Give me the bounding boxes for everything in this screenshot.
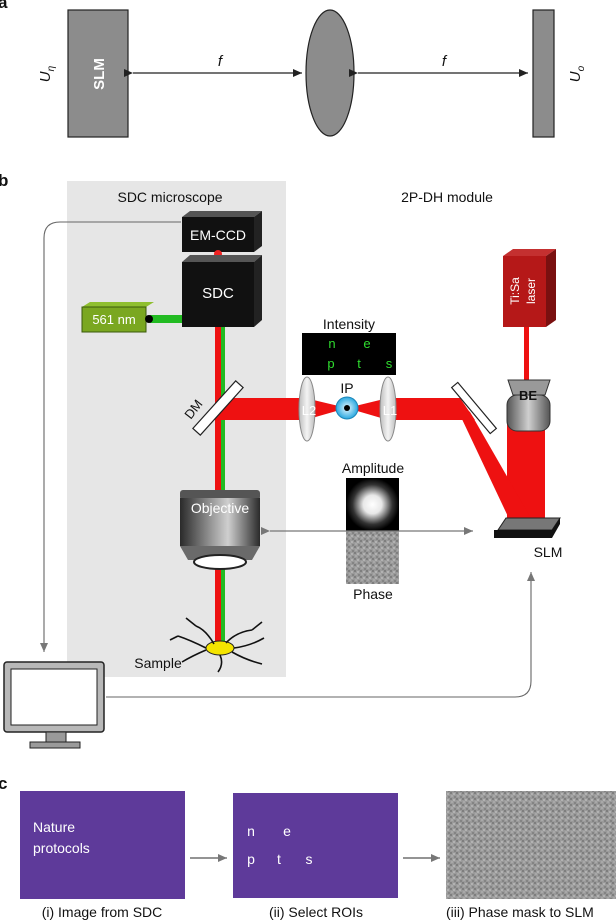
sample-neuron <box>169 617 265 673</box>
roi-glyph-s: s <box>306 851 313 867</box>
laser561-box <box>81 306 147 333</box>
select-rois-box <box>233 793 398 898</box>
laser561-aperture <box>145 315 153 323</box>
tisa-side <box>546 249 556 327</box>
beam-cone-l1 <box>347 398 388 420</box>
red-beam-tisa <box>524 327 529 382</box>
slm-label-a: SLM <box>91 58 108 90</box>
panel-c: Nature protocols n e p t s (i) Image fro… <box>20 791 616 920</box>
dichroic-mirror <box>192 380 244 436</box>
intensity-display <box>302 333 396 375</box>
objective-lens <box>193 554 247 570</box>
intensity-glyph-s: s <box>386 356 393 371</box>
green-beam-561 <box>150 315 182 323</box>
lens-l1 <box>379 376 397 442</box>
be-label: BE <box>519 388 537 403</box>
emccd-box <box>182 217 254 252</box>
intensity-glyph-t: t <box>357 356 361 371</box>
panel-label-c: c <box>0 774 7 793</box>
caption-2: (ii) Select ROIs <box>269 904 363 920</box>
slm-block <box>67 9 129 138</box>
ip-focus-dot <box>344 405 350 411</box>
sdc-microscope-title: SDC microscope <box>117 189 222 205</box>
intensity-glyph-p: p <box>327 356 334 371</box>
image-from-sdc-box <box>20 791 185 899</box>
be-body <box>506 394 551 432</box>
lens-a <box>305 9 355 137</box>
ip-label: IP <box>340 380 353 396</box>
phase-label: Phase <box>353 586 393 602</box>
sample-label: Sample <box>134 655 182 671</box>
sdc-side <box>254 255 262 327</box>
red-beam-horizontal-left <box>221 398 305 420</box>
roi-glyph-e: e <box>283 823 291 839</box>
phase-mask-box <box>446 791 616 899</box>
be-top <box>507 379 551 396</box>
panel-a: SLM Uη Uo f f <box>37 9 587 138</box>
caption-1: (i) Image from SDC <box>42 904 163 920</box>
roi-glyph-p: p <box>247 851 255 867</box>
roi-glyph-t: t <box>277 851 281 867</box>
l1-label: L1 <box>383 403 397 418</box>
f-left-label: f <box>218 53 224 70</box>
intensity-glyph-e: e <box>363 336 370 351</box>
sdc-label: SDC <box>202 285 234 302</box>
slm-b-base <box>494 518 560 538</box>
panel-label-b: b <box>0 171 8 190</box>
box1-line1: Nature <box>33 819 75 835</box>
phase-box <box>346 531 399 584</box>
emccd-to-monitor-line <box>40 221 181 652</box>
sdc-top <box>182 255 262 262</box>
lens-l2 <box>298 376 316 442</box>
u-out-label: Uo <box>567 65 587 82</box>
box1-line2: protocols <box>33 840 90 856</box>
laser561-label: 561 nm <box>92 312 135 327</box>
emccd-label: EM-CCD <box>190 227 246 243</box>
red-beam-horizontal-right <box>388 398 475 420</box>
panel-b: SDC microscope 2P-DH module EM-CCD SDC 5… <box>3 181 563 749</box>
roi-glyph-n: n <box>247 823 255 839</box>
slm-b-top <box>497 517 561 531</box>
panel-label-a: a <box>0 0 8 12</box>
objective-body <box>180 498 260 546</box>
amplitude-box <box>346 478 399 531</box>
tisa-top <box>503 249 556 256</box>
caption-3: (iii) Phase mask to SLM <box>446 904 594 920</box>
monitor-to-slm-line <box>106 572 535 698</box>
monitor <box>3 661 105 749</box>
objective-label: Objective <box>191 500 250 516</box>
tisa-label-1: Ti:Sa <box>508 277 522 305</box>
tisa-box <box>503 256 546 327</box>
green-beam-vertical <box>221 324 225 644</box>
output-plane <box>532 9 555 138</box>
intensity-label: Intensity <box>323 316 375 332</box>
red-beam-diagonal <box>452 398 532 525</box>
intensity-glyph-n: n <box>328 336 335 351</box>
slm-label-b: SLM <box>534 544 563 560</box>
red-beam-vertical <box>215 324 221 644</box>
u-in-label: Uη <box>37 65 57 82</box>
emccd-side <box>254 211 262 252</box>
laser561-top <box>82 302 154 307</box>
objective-cap <box>180 490 260 500</box>
mirror-right <box>450 381 498 435</box>
amplitude-label: Amplitude <box>342 460 404 476</box>
emccd-top <box>182 211 262 217</box>
module-title: 2P-DH module <box>401 189 493 205</box>
beam-cone-l2 <box>305 398 347 420</box>
l2-label: L2 <box>302 403 316 418</box>
tisa-label-2: laser <box>524 278 538 304</box>
sdc-box <box>182 262 254 327</box>
f-right-label: f <box>442 53 448 70</box>
